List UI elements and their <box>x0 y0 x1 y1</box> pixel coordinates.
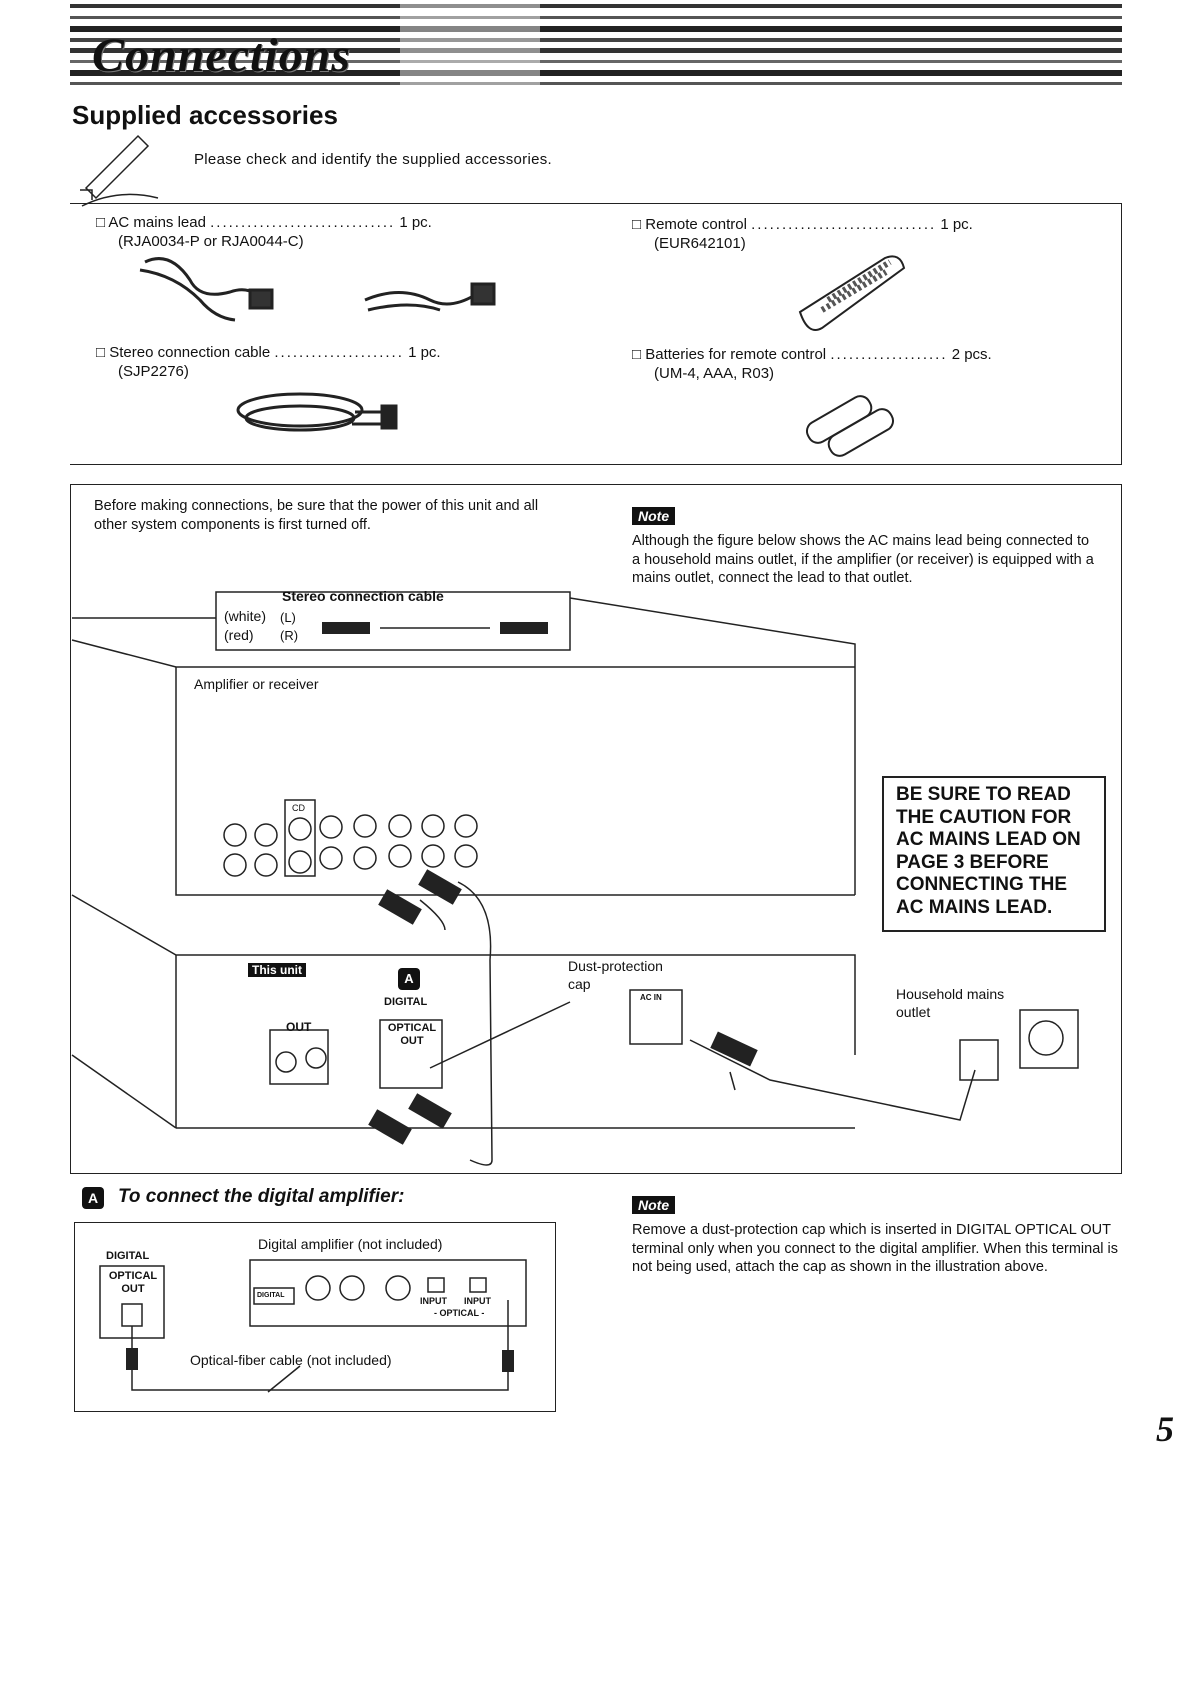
accessory-batteries: □ Batteries for remote control .........… <box>632 345 1102 383</box>
header-texture <box>70 0 1122 92</box>
item-code: (EUR642101) <box>654 235 746 252</box>
digital-label: DIGITAL <box>384 996 428 1008</box>
household-outlet-label: Household mains outlet <box>896 986 1005 1020</box>
note-text: Although the figure below shows the AC m… <box>632 533 1094 586</box>
caution-warning-box: BE SURE TO READ THE CAUTION FOR AC MAINS… <box>882 776 1106 932</box>
optical-input-label: - OPTICAL - <box>434 1308 485 1318</box>
item-qty: 1 pc. <box>408 344 441 361</box>
sub-digital-label: DIGITAL <box>106 1250 150 1262</box>
note-badge-2: Note <box>632 1196 676 1214</box>
accessory-ac-lead: □ AC mains lead ........................… <box>96 213 566 251</box>
digital-amp-title: To connect the digital amplifier: <box>118 1186 405 1207</box>
accessory-remote: □ Remote control .......................… <box>632 215 1102 253</box>
item-code: (RJA0034-P or RJA0044-C) <box>118 233 304 250</box>
item-qty: 2 pcs. <box>951 346 992 363</box>
page-number: 5 <box>1156 1409 1174 1449</box>
digital-amp-diagram <box>99 1259 527 1393</box>
item-name: AC mains lead <box>108 214 206 231</box>
ac-in-label: AC IN <box>640 993 662 1002</box>
accessories-intro: Please check and identify the supplied a… <box>194 151 552 168</box>
optical-out-label: OPTICAL OUT <box>387 1022 437 1047</box>
marker-a-heading: A <box>82 1187 104 1209</box>
remote-control-icon <box>798 255 906 331</box>
batteries-icon <box>805 395 895 457</box>
panel-digital-tag: DIGITAL <box>257 1292 285 1299</box>
stereo-cable-label: Stereo connection cable <box>282 588 444 604</box>
item-qty: 1 pc. <box>399 214 432 231</box>
cd-label: CD <box>292 803 305 813</box>
this-unit-badge: This unit <box>248 963 306 977</box>
sub-optical-out-label: OPTICAL OUT <box>108 1270 158 1295</box>
ac-lead-icon <box>139 257 496 322</box>
item-name: Stereo connection cable <box>109 344 271 361</box>
item-code: (UM-4, AAA, R03) <box>654 365 775 382</box>
item-name: Batteries for remote control <box>645 346 827 363</box>
stereo-cable-icon <box>236 392 398 432</box>
section-title: Supplied accessories <box>72 100 338 130</box>
input-2-label: INPUT <box>464 1296 491 1306</box>
accessory-stereo-cable: □ Stereo connection cable ..............… <box>96 343 566 381</box>
amplifier-label: Amplifier or receiver <box>194 676 319 692</box>
accessories-box <box>70 203 1122 465</box>
optical-cable-label: Optical-fiber cable (not included) <box>190 1352 392 1368</box>
digital-amp-box <box>74 1222 556 1412</box>
input-1-label: INPUT <box>420 1296 447 1306</box>
out-label: OUT <box>286 1020 312 1034</box>
white-label: (white) <box>224 608 267 624</box>
note-badge: Note <box>632 507 676 525</box>
dust-cap-label: Dust-protection cap <box>568 958 663 992</box>
red-label: (red) <box>224 627 254 643</box>
r-label: (R) <box>280 628 299 643</box>
connection-diagram-box <box>70 484 1122 1174</box>
connection-diagram <box>71 591 1079 1166</box>
note-text-2: Remove a dust-protection cap which is in… <box>632 1222 1118 1275</box>
page-title: Connections <box>92 29 352 82</box>
marker-a: A <box>398 968 420 990</box>
l-label: (L) <box>280 610 296 625</box>
item-qty: 1 pc. <box>940 216 973 233</box>
before-connection-text: Before making connections, be sure that … <box>94 498 539 533</box>
digital-amp-label: Digital amplifier (not included) <box>258 1236 443 1252</box>
accessory-illustrations <box>139 255 906 457</box>
header-band <box>70 0 1122 92</box>
pen-icon <box>80 134 159 207</box>
item-code: (SJP2276) <box>118 363 189 380</box>
item-name: Remote control <box>645 216 747 233</box>
